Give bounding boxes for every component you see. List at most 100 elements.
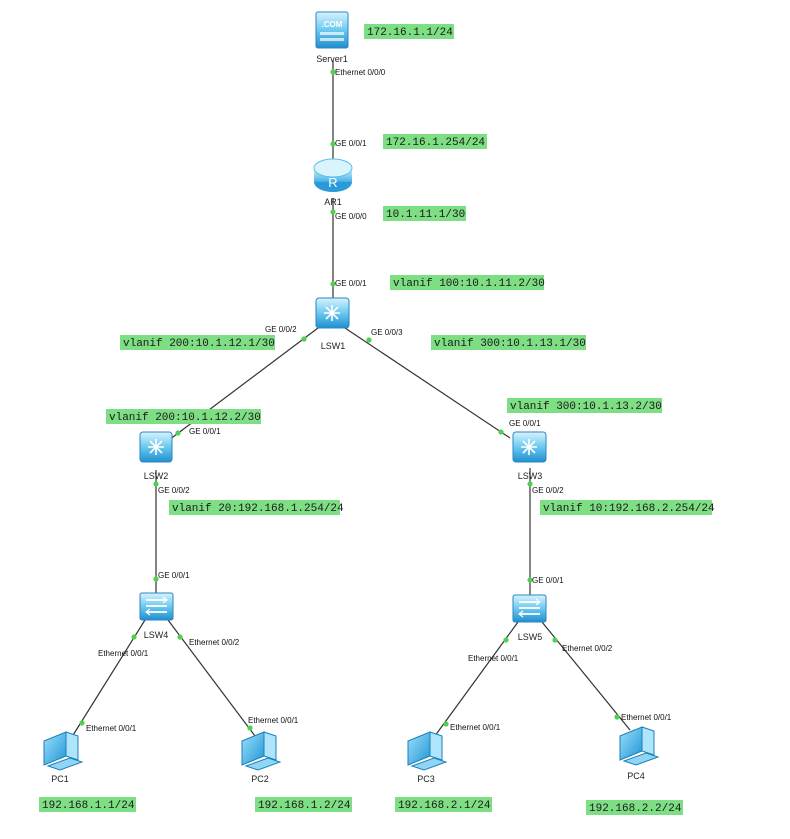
- server-icon: .COM: [315, 11, 349, 49]
- device-pc4[interactable]: PC4: [619, 726, 660, 781]
- device-lsw4[interactable]: LSW4: [139, 592, 174, 640]
- ip-text: vlanif 300:10.1.13.2/30: [510, 401, 662, 413]
- pc-icon: [43, 731, 84, 771]
- port-dot: [175, 430, 181, 436]
- device-name: PC4: [627, 771, 645, 781]
- ip-text: vlanif 200:10.1.12.1/30: [123, 338, 275, 350]
- ip-label-ar1-ge001: 172.16.1.254/24: [383, 134, 487, 149]
- port-label: Ethernet 0/0/1: [86, 724, 137, 733]
- port-dot: [330, 69, 336, 75]
- port-label: Ethernet 0/0/1: [248, 716, 299, 725]
- port-label: GE 0/0/1: [158, 571, 190, 580]
- port-label: Ethernet 0/0/1: [621, 713, 672, 722]
- device-name: PC3: [417, 774, 435, 784]
- device-lsw2[interactable]: LSW2: [139, 431, 173, 481]
- port-label: Ethernet 0/0/1: [450, 723, 501, 732]
- server-badge: .COM: [322, 20, 343, 29]
- port-dot: [153, 481, 159, 487]
- port-dot: [527, 481, 533, 487]
- l2-switch-icon: [512, 594, 547, 623]
- port-dot: [79, 720, 85, 726]
- ip-label-pc3: 192.168.2.1/24: [395, 797, 492, 812]
- device-name: Server1: [316, 54, 348, 64]
- ip-text: 172.16.1.1/24: [367, 27, 453, 39]
- device-lsw5[interactable]: LSW5: [512, 594, 547, 642]
- ip-label-pc2: 192.168.1.2/24: [255, 797, 352, 812]
- port-label: GE 0/0/0: [335, 212, 367, 221]
- router-icon: R: [313, 158, 353, 192]
- ip-text: 192.168.1.2/24: [258, 800, 351, 812]
- port-dot: [498, 429, 504, 435]
- pc-icon: [619, 726, 660, 766]
- port-label: GE 0/0/1: [532, 576, 564, 585]
- ip-label-lsw3-vlanif300: vlanif 300:10.1.13.2/30: [507, 398, 662, 413]
- link-lsw5-pc3[interactable]: [431, 621, 519, 741]
- port-label: Ethernet 0/0/2: [189, 638, 240, 647]
- port-label: GE 0/0/2: [265, 325, 297, 334]
- ip-text: vlanif 200:10.1.12.2/30: [109, 412, 261, 424]
- ip-label-lsw3-vlanif10: vlanif 10:192.168.2.254/24: [540, 500, 715, 515]
- ip-text: 192.168.1.1/24: [42, 800, 135, 812]
- device-name: LSW2: [144, 471, 169, 481]
- pc-icon: [407, 731, 448, 771]
- l3-switch-icon: [512, 431, 547, 463]
- device-name: LSW1: [321, 341, 346, 351]
- l3-switch-icon: [315, 297, 350, 329]
- device-name: PC1: [51, 774, 69, 784]
- port-dot: [247, 725, 253, 731]
- port-dots: [79, 69, 620, 731]
- link-lsw4-pc1[interactable]: [69, 619, 146, 741]
- pc-icon: [241, 731, 282, 771]
- ip-label-pc4: 192.168.2.2/24: [586, 800, 683, 815]
- ip-label-server1: 172.16.1.1/24: [364, 24, 454, 39]
- ip-label-lsw2-vlanif200: vlanif 200:10.1.12.2/30: [106, 409, 261, 424]
- port-label: Ethernet 0/0/1: [98, 649, 149, 658]
- ip-label-pc1: 192.168.1.1/24: [39, 797, 136, 812]
- l2-switch-icon: [139, 592, 174, 621]
- port-dot: [330, 209, 336, 215]
- link-lsw1-lsw3[interactable]: [344, 327, 511, 439]
- port-label: Ethernet 0/0/1: [468, 654, 519, 663]
- device-pc3[interactable]: PC3: [407, 731, 448, 784]
- ip-text: 192.168.2.1/24: [398, 800, 491, 812]
- port-dot: [366, 337, 372, 343]
- ip-text: 10.1.11.1/30: [386, 209, 465, 221]
- device-pc2[interactable]: PC2: [241, 731, 282, 784]
- ip-text: vlanif 300:10.1.13.1/30: [434, 338, 586, 350]
- port-dot: [552, 637, 558, 643]
- device-name: AR1: [324, 197, 342, 207]
- link-lsw4-pc2[interactable]: [167, 619, 259, 741]
- device-server1[interactable]: .COM Server1: [315, 11, 349, 64]
- port-dot: [330, 281, 336, 287]
- port-dot: [614, 714, 620, 720]
- address-labels: 172.16.1.1/24 172.16.1.254/24 10.1.11.1/…: [39, 24, 715, 815]
- port-dot: [503, 637, 509, 643]
- device-name: LSW3: [518, 471, 543, 481]
- ip-text: 192.168.2.2/24: [589, 803, 682, 815]
- links: [69, 60, 631, 741]
- device-lsw1[interactable]: LSW1: [315, 297, 350, 351]
- port-dot: [527, 577, 533, 583]
- ip-text: vlanif 20:192.168.1.254/24: [172, 503, 344, 515]
- ip-text: vlanif 100:10.1.11.2/30: [393, 278, 545, 290]
- device-pc1[interactable]: PC1: [43, 731, 84, 784]
- device-lsw3[interactable]: LSW3: [512, 431, 547, 481]
- port-dot: [131, 634, 137, 640]
- port-label: GE 0/0/3: [371, 328, 403, 337]
- ip-label-ar1-ge000: 10.1.11.1/30: [383, 206, 466, 221]
- port-label: GE 0/0/1: [335, 139, 367, 148]
- port-label: GE 0/0/2: [158, 486, 190, 495]
- port-label: Ethernet 0/0/2: [562, 644, 613, 653]
- ip-label-lsw1-vlanif300: vlanif 300:10.1.13.1/30: [431, 335, 586, 350]
- port-dot: [177, 634, 183, 640]
- ip-label-lsw1-vlanif100: vlanif 100:10.1.11.2/30: [390, 275, 545, 290]
- port-dot: [443, 721, 449, 727]
- ip-text: 172.16.1.254/24: [386, 137, 485, 149]
- device-name: LSW5: [518, 632, 543, 642]
- port-dot: [153, 576, 159, 582]
- device-ar1[interactable]: R AR1: [313, 158, 353, 207]
- port-dot: [330, 141, 336, 147]
- port-label: GE 0/0/2: [532, 486, 564, 495]
- port-label: Ethernet 0/0/0: [335, 68, 386, 77]
